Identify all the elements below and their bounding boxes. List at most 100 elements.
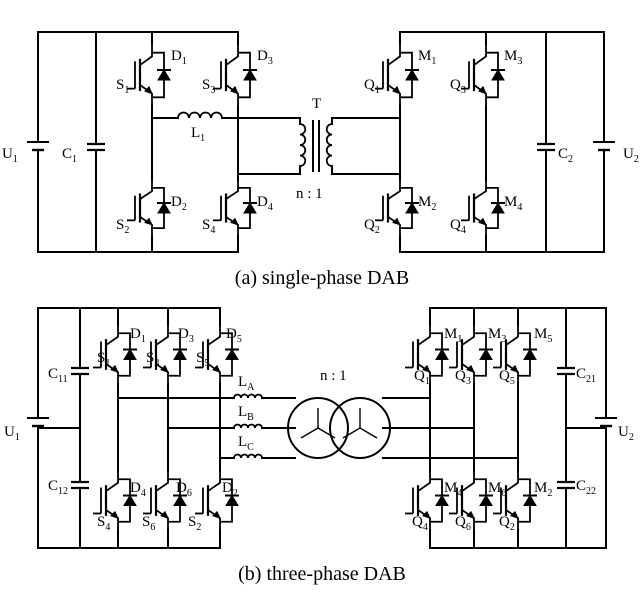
transformer-primary-coil (299, 123, 307, 167)
source-label-u1-3ph: U1 (4, 424, 20, 443)
transformer-secondary-coil (325, 123, 333, 167)
inductor-label-la: LA (238, 374, 255, 393)
switch-q1 (375, 44, 419, 106)
switch-label-q3: Q3 (450, 77, 466, 96)
diode-label-d5-3ph: D5 (226, 326, 242, 345)
diode-label-d4-3ph: D4 (130, 480, 146, 499)
switch-label-s3: S3 (202, 77, 215, 96)
switch-label-s2: S2 (116, 217, 129, 236)
switch-label-s1: S1 (116, 77, 129, 96)
diode-label-m2: M2 (418, 194, 436, 213)
inductor-lc (233, 453, 263, 459)
switch-left-lower-1 (93, 471, 137, 530)
capacitor-c21 (557, 366, 575, 376)
diode-label-m3: M3 (504, 48, 522, 67)
switch-label-q4: Q4 (450, 217, 466, 236)
switch-label-q4-3ph: Q4 (412, 514, 428, 533)
switch-right-upper-1 (405, 325, 449, 384)
switch-right-lower-1 (405, 471, 449, 530)
diode-label-m4: M4 (504, 194, 522, 213)
switch-right-lower-3 (493, 471, 537, 530)
switch-label-q3-3ph: Q3 (455, 368, 471, 387)
switch-label-q5-3ph: Q5 (499, 368, 515, 387)
switch-s3 (213, 44, 257, 106)
source-label-u2-3ph: U2 (618, 424, 634, 443)
diode-label-d1: D1 (171, 48, 187, 67)
capacitor-c2 (537, 142, 555, 152)
wye-symbol-primary (300, 408, 336, 439)
source-label-u2: U2 (623, 146, 639, 165)
switch-label-q2: Q2 (364, 217, 380, 236)
diode-label-m3-3ph: M3 (488, 326, 506, 345)
inductor-lb (233, 423, 263, 429)
switch-label-q2-3ph: Q2 (499, 514, 515, 533)
diode-label-m1-3ph: M1 (444, 326, 462, 345)
diode-label-d4: D4 (257, 194, 273, 213)
diode-label-m6-3ph: M6 (488, 480, 506, 499)
capacitor-c11 (71, 366, 89, 376)
switch-label-s5-3ph: S5 (196, 350, 209, 369)
switch-label-s4: S4 (202, 217, 215, 236)
switch-q3 (461, 44, 505, 106)
diode-label-d3-3ph: D3 (178, 326, 194, 345)
capacitor-c12 (71, 480, 89, 490)
capacitor-label-c1: C1 (62, 146, 77, 165)
capacitor-label-c12: C12 (48, 478, 68, 497)
switch-left-upper-3 (195, 325, 239, 384)
switch-right-upper-2 (449, 325, 493, 384)
inductor-la (233, 393, 263, 399)
dc-source-u1-3ph (27, 417, 49, 428)
switch-left-upper-2 (143, 325, 187, 384)
switch-q4 (461, 180, 505, 236)
switch-label-s1-3ph: S1 (97, 350, 110, 369)
switch-s2 (127, 180, 171, 236)
diode-label-d1-3ph: D1 (130, 326, 146, 345)
caption-single-phase: (a) single-phase DAB (235, 267, 409, 289)
switch-label-q1: Q1 (364, 77, 380, 96)
caption-three-phase: (b) three-phase DAB (238, 563, 406, 585)
switch-label-q1-3ph: Q1 (414, 368, 430, 387)
capacitor-label-c22: C22 (576, 478, 596, 497)
inductor-l1 (177, 111, 223, 119)
dc-source-u1 (27, 141, 49, 152)
switch-s1 (127, 44, 171, 106)
single-phase-dab: U1 U2 C1 C2 L1 T n : 1 S1 S3 S2 S4 D1 D3… (2, 31, 639, 289)
switch-label-q6-3ph: Q6 (455, 514, 471, 533)
capacitor-c22 (557, 480, 575, 490)
diode-label-d6-3ph: D6 (176, 480, 192, 499)
diode-label-m1: M1 (418, 48, 436, 67)
dc-source-u2 (593, 141, 615, 152)
switch-left-lower-3 (195, 471, 239, 530)
diode-label-d3: D3 (257, 48, 273, 67)
capacitor-c1 (87, 142, 105, 152)
switch-right-lower-2 (449, 471, 493, 530)
switch-label-s3-3ph: S3 (146, 350, 159, 369)
switch-left-lower-2 (143, 471, 187, 530)
capacitor-label-c2: C2 (558, 146, 573, 165)
switch-s4 (213, 180, 257, 236)
turns-ratio-label-3ph: n : 1 (320, 368, 347, 384)
inductor-label-lc: LC (238, 434, 254, 453)
switch-left-upper-1 (93, 325, 137, 384)
diode-label-d2: D2 (171, 194, 187, 213)
switch-label-s6-3ph: S6 (142, 514, 155, 533)
switch-right-upper-3 (493, 325, 537, 384)
wye-symbol-secondary (342, 408, 378, 439)
inductor-label-l1: L1 (191, 125, 205, 144)
transformer-label: T (312, 96, 321, 112)
switch-q2 (375, 180, 419, 236)
diode-label-m2-3ph: M2 (534, 480, 552, 499)
capacitor-label-c11: C11 (48, 366, 68, 385)
switch-label-s4-3ph: S4 (97, 514, 110, 533)
dc-source-u2-3ph (595, 417, 617, 428)
switch-label-s2-3ph: S2 (188, 514, 201, 533)
capacitor-label-c21: C21 (576, 366, 596, 385)
diode-label-d2-3ph: D2 (222, 480, 238, 499)
turns-ratio-label: n : 1 (296, 186, 323, 202)
diode-label-m5-3ph: M5 (534, 326, 552, 345)
inductor-label-lb: LB (238, 404, 254, 423)
diode-label-m4-3ph: M4 (444, 480, 462, 499)
source-label-u1: U1 (2, 146, 18, 165)
three-phase-dab: U1 U2 C11 C12 C21 C22 LA LB LC n : 1 S1 … (4, 307, 634, 585)
